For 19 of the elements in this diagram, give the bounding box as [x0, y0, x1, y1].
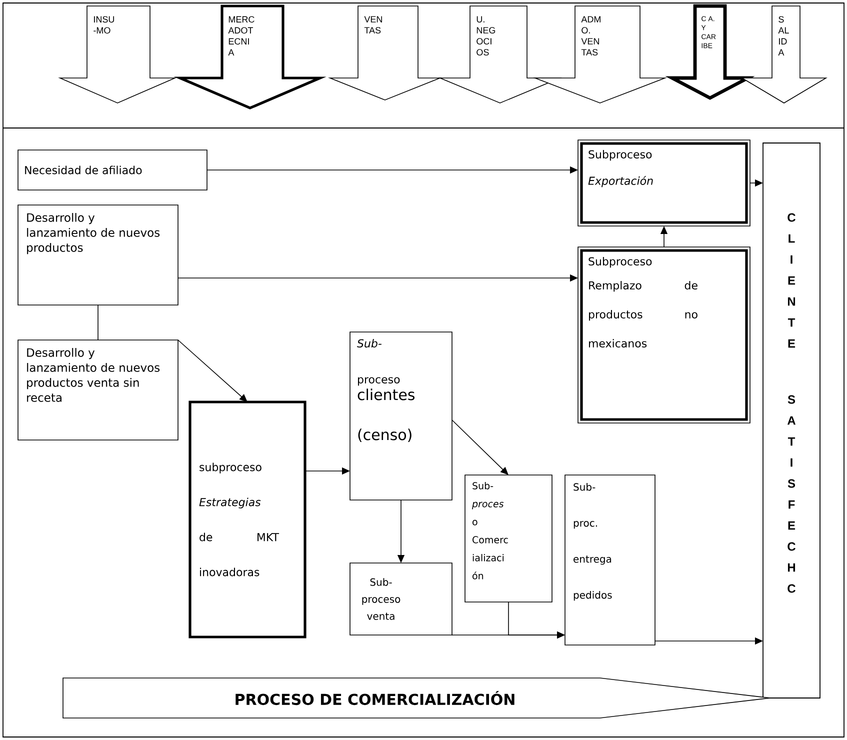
stage-block: U. NEG OCI OS — [438, 6, 562, 104]
process-box: Sub- proc. entrega pedidos — [564, 474, 656, 646]
process-box: Subproceso Exportación — [578, 140, 750, 226]
process-box: subproceso Estrategias de MKT inovadoras — [188, 400, 306, 638]
process-box: Desarrollo y lanzamiento de nuevos productos — [18, 204, 178, 306]
client-bar: CLIENTE SATISFECHC — [762, 142, 820, 698]
process-box: Necesidad de afiliado — [18, 150, 208, 190]
process-box: Sub- proces o Comerc ializaci ón — [464, 474, 552, 602]
stage-block: ADM O. VEN TAS — [532, 6, 668, 104]
process-box: Sub- proceso clientes (censo) — [350, 332, 452, 500]
arrow — [452, 420, 508, 475]
stage-block: MERC ADOT ECNI A — [174, 4, 326, 110]
stage-block: INSU -MO — [58, 6, 177, 104]
arrow — [178, 340, 248, 402]
stage-block: S AL ID A — [740, 6, 828, 104]
process-box: Desarrollo y lanzamiento de nuevos productos venta sin receta — [18, 340, 178, 440]
process-box: Sub- proceso venta — [350, 562, 452, 636]
stage-block: VEN TAS — [328, 6, 442, 100]
process-box: Subproceso Remplazo de productos no mexicanos — [578, 246, 750, 424]
